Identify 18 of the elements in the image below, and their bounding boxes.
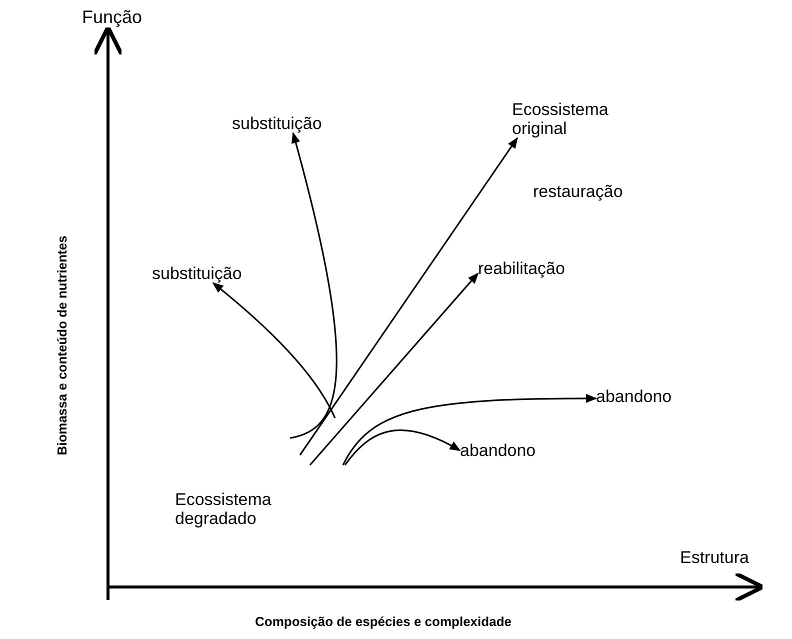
state-label: abandono xyxy=(596,387,672,406)
edge-label: restauração xyxy=(533,182,623,201)
state-label: Ecossistema degradado xyxy=(175,490,272,528)
trajectory-arrow xyxy=(309,272,479,466)
axis-title: Composição de espécies e complexidade xyxy=(255,613,512,631)
state-label: substituição xyxy=(232,114,322,133)
axis-title: Função xyxy=(82,8,142,27)
state-label: abandono xyxy=(460,441,536,460)
trajectory-arrow xyxy=(299,137,518,456)
axis-title: Biomassa e conteúdo de nutrientes xyxy=(53,235,70,455)
trajectory-arrow xyxy=(290,132,338,439)
trajectory-arrow xyxy=(344,429,461,466)
state-label: reabilitação xyxy=(478,259,565,278)
state-label: Ecossistema original xyxy=(512,100,617,138)
trajectory-arrow xyxy=(212,282,336,418)
state-label: substituição xyxy=(152,264,242,283)
trajectory-arrow xyxy=(342,394,598,466)
axis-title: Estrutura xyxy=(680,548,749,567)
